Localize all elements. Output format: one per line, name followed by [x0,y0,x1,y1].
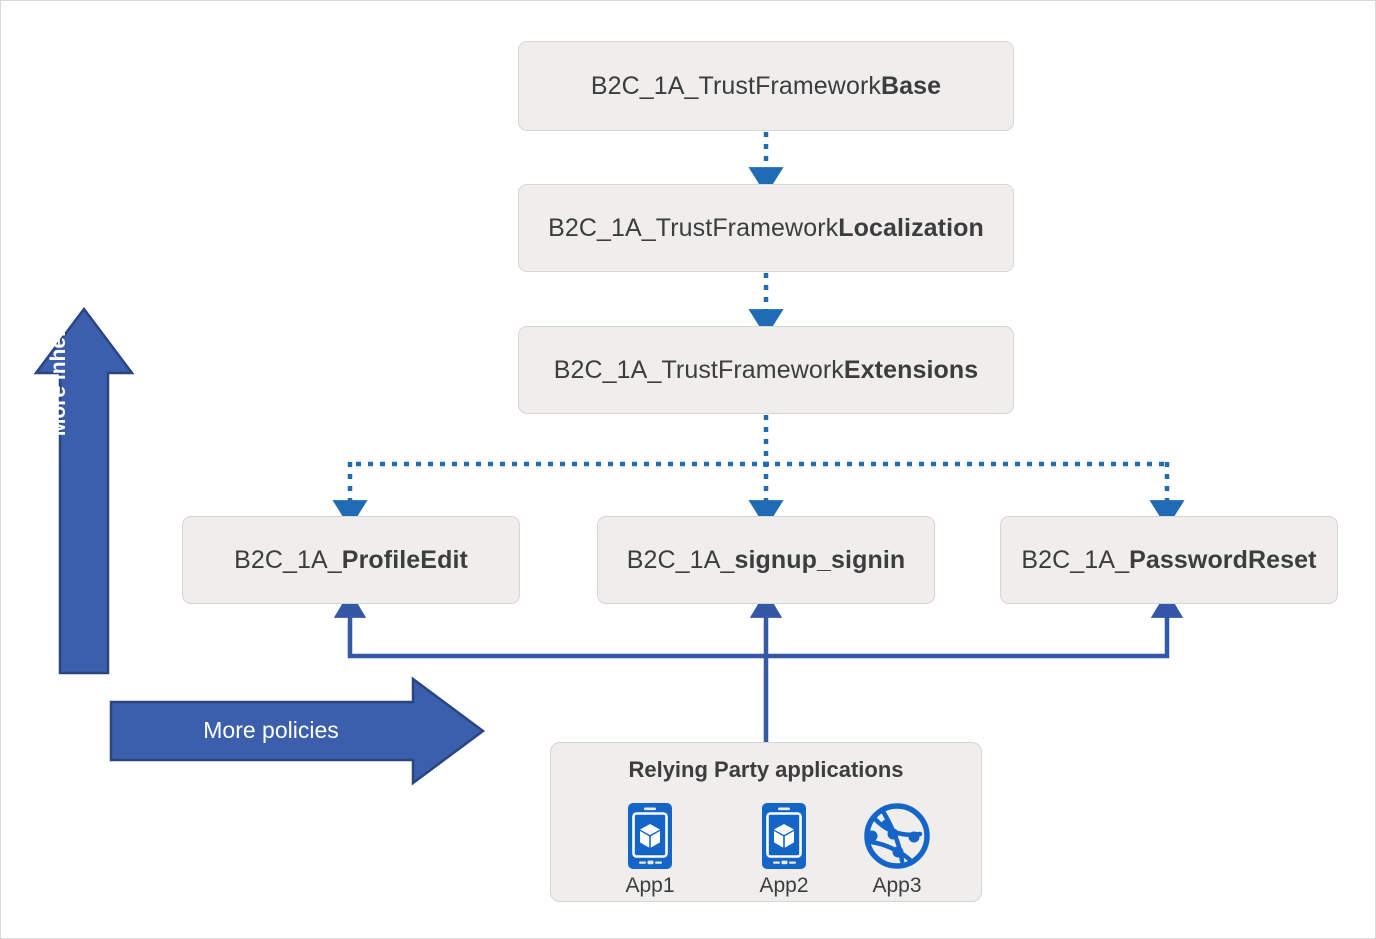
policy-box-passwordreset[interactable]: B2C_1A_PasswordReset [1000,516,1338,604]
policy-prefix: B2C_1A_ [234,545,342,574]
policy-suffix: Localization [838,213,984,242]
relying-party-app-app3[interactable]: App3 [849,799,945,898]
policy-suffix: ProfileEdit [341,545,468,574]
policy-prefix: B2C_1A_TrustFramework [590,71,881,100]
more-inheritance-levels-arrow [33,306,135,675]
policy-box-signup-signin[interactable]: B2C_1A_signup_signin [597,516,935,604]
more-inheritance-levels-label: More inheritance levels [47,203,70,437]
policy-suffix: PasswordReset [1129,545,1317,574]
policy-prefix: B2C_1A_ [1021,545,1130,574]
relying-party-app-app1[interactable]: App1 [602,799,698,898]
app-label: App1 [625,874,675,897]
relying-party-title: Relying Party applications [628,757,904,782]
mobile-app-icon [736,799,832,873]
web-app-globe-icon [849,799,945,873]
policy-prefix: B2C_1A_TrustFramework [553,355,844,384]
app-label: App2 [759,874,809,897]
relying-party-app-app2[interactable]: App2 [736,799,832,898]
policy-prefix: B2C_1A_TrustFramework [548,213,839,242]
policy-suffix: signup_signin [734,545,906,574]
policy-suffix: Base [880,71,942,100]
relying-party-applications-panel: Relying Party applications App1 [550,742,982,902]
more-policies-label: More policies [203,717,339,743]
policy-prefix: B2C_1A_ [626,545,735,574]
more-policies-arrow [109,676,486,786]
app-label: App3 [872,874,922,897]
mobile-app-icon [602,799,698,873]
policy-suffix: Extensions [843,355,979,384]
policy-box-profileedit[interactable]: B2C_1A_ProfileEdit [182,516,520,604]
